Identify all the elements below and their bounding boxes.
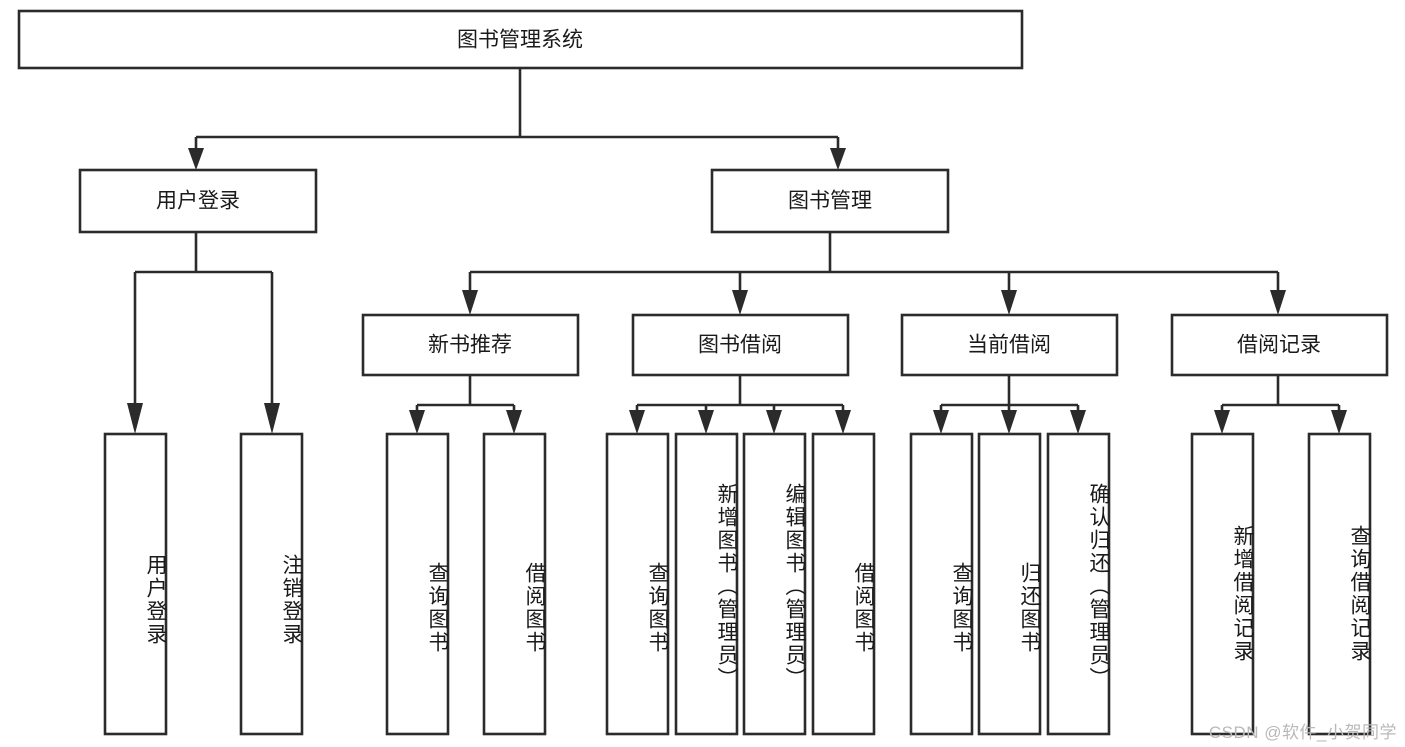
node-leaf-user-logout[interactable] xyxy=(239,432,304,736)
node-leaf-confirm-return[interactable] xyxy=(1046,432,1111,736)
node-group: 图书管理系统 用户登录 图书管理 新书推荐 图书借阅 当前借阅 借阅记录 xyxy=(17,9,1389,736)
arrow-to-leaf-add-book xyxy=(698,410,714,434)
node-current-borrow-label: 当前借阅 xyxy=(967,334,1051,357)
arrow-to-leaf-query-book-rec xyxy=(409,410,425,434)
arrow-to-leaf-edit-book xyxy=(766,410,782,434)
node-new-book-rec-label: 新书推荐 xyxy=(428,334,512,357)
node-leaf-query-book-current[interactable] xyxy=(909,432,974,736)
arrow-to-leaf-user-logout xyxy=(264,403,280,434)
node-root-label: 图书管理系统 xyxy=(457,29,583,52)
node-borrow-record[interactable] xyxy=(1170,313,1389,377)
arrow-to-leaf-confirm-return xyxy=(1070,410,1086,434)
node-current-borrow[interactable] xyxy=(900,313,1119,377)
node-leaf-query-book-borrow[interactable] xyxy=(605,432,670,736)
node-leaf-add-record[interactable] xyxy=(1190,432,1255,736)
arrow-to-user-login xyxy=(188,148,204,170)
arrow-to-book-borrow xyxy=(732,290,748,315)
arrow-to-leaf-user-login xyxy=(127,403,143,434)
arrow-to-leaf-add-record xyxy=(1214,410,1230,434)
node-user-login[interactable] xyxy=(78,168,318,234)
node-book-borrow[interactable] xyxy=(631,313,850,377)
arrow-to-leaf-query-book-current xyxy=(933,410,949,434)
node-leaf-borrow-book-rec[interactable] xyxy=(482,432,547,736)
arrow-to-leaf-borrow-book xyxy=(835,410,851,434)
arrow-to-leaf-query-record xyxy=(1331,410,1347,434)
arrow-to-book-manage xyxy=(830,148,846,170)
node-user-login-label: 用户登录 xyxy=(156,190,240,213)
arrow-to-leaf-return-book xyxy=(1001,410,1017,434)
node-leaf-user-login[interactable] xyxy=(103,432,168,736)
node-book-borrow-label: 图书借阅 xyxy=(698,334,782,357)
arrow-to-leaf-borrow-book-rec xyxy=(506,410,522,434)
node-leaf-return-book[interactable] xyxy=(977,432,1042,736)
node-leaf-query-book-rec[interactable] xyxy=(385,432,450,736)
node-new-book-rec[interactable] xyxy=(361,313,580,377)
node-leaf-add-book[interactable] xyxy=(674,432,739,736)
node-book-manage[interactable] xyxy=(710,168,950,234)
watermark: CSDN @软件_小贺同学 xyxy=(1208,723,1397,742)
node-leaf-borrow-book[interactable] xyxy=(811,432,876,736)
connector-group xyxy=(127,68,1347,434)
arrow-to-leaf-query-book-borrow xyxy=(629,410,645,434)
node-leaf-edit-book[interactable] xyxy=(742,432,807,736)
node-borrow-record-label: 借阅记录 xyxy=(1237,334,1321,357)
node-book-manage-label: 图书管理 xyxy=(788,190,872,213)
arrow-to-new-book-rec xyxy=(462,290,478,315)
arrow-to-borrow-record xyxy=(1270,290,1286,315)
node-leaf-query-record[interactable] xyxy=(1307,432,1372,736)
arrow-to-current-borrow xyxy=(1001,290,1017,315)
node-root[interactable] xyxy=(17,9,1024,70)
